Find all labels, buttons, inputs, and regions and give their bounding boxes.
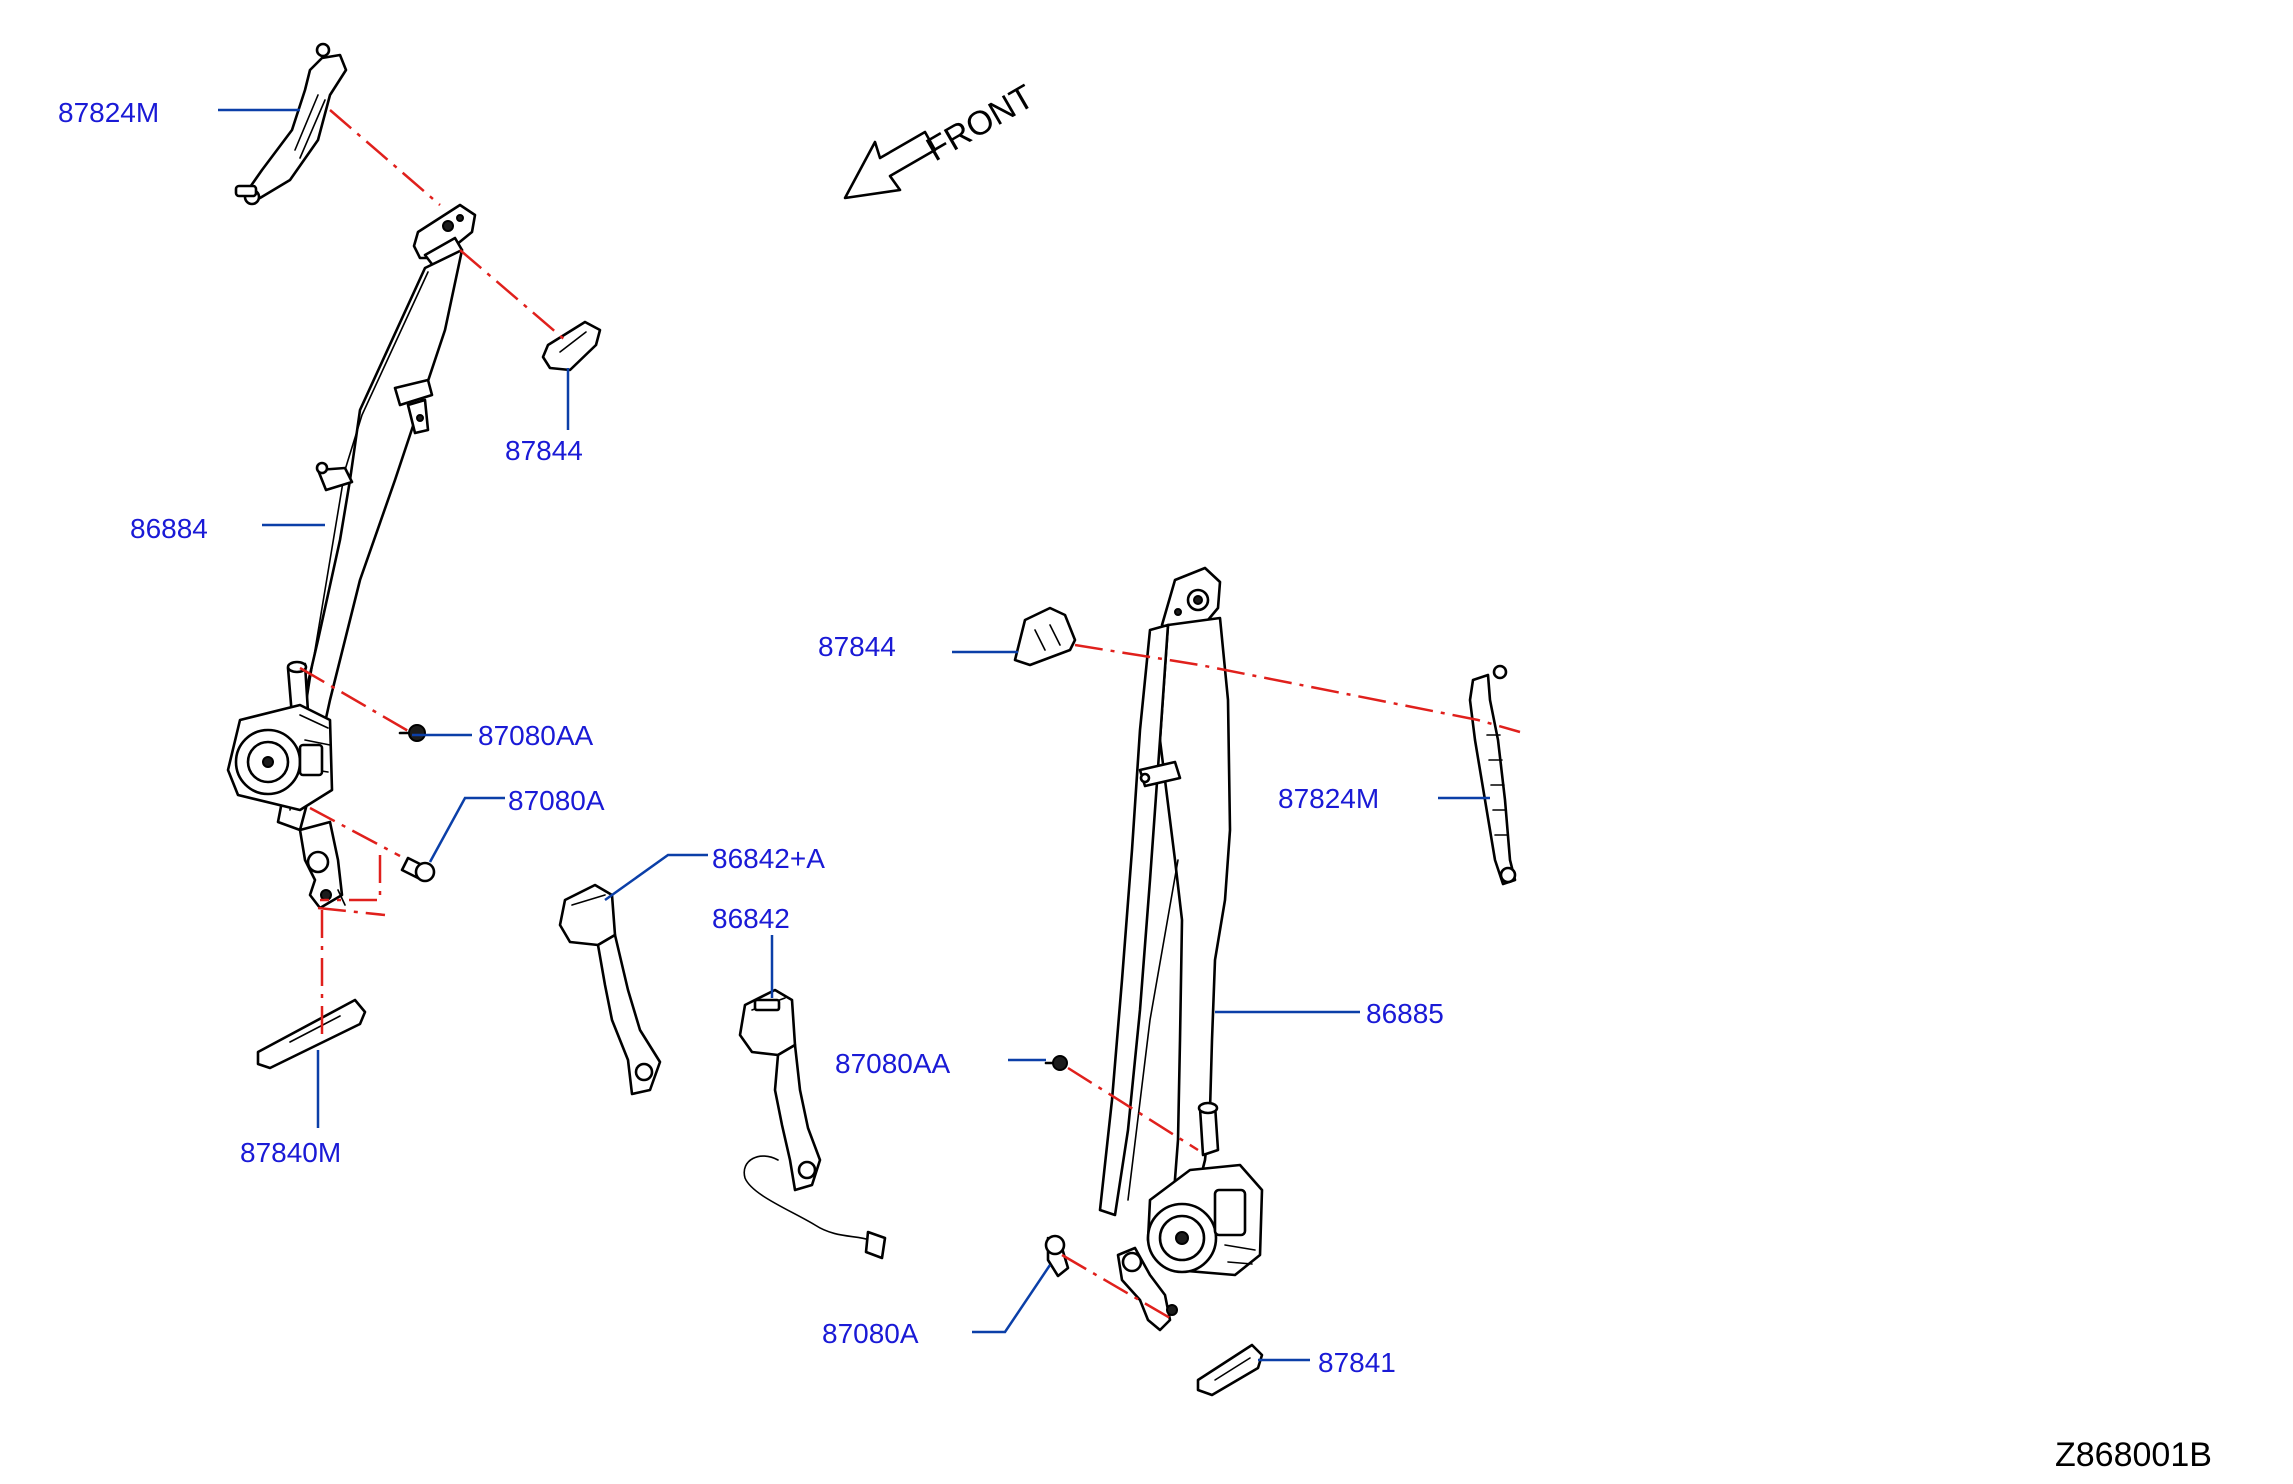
leader-lines — [218, 108, 1490, 1362]
callout-86885[interactable]: 86885 — [1366, 998, 1444, 1029]
bolt-87080a-right — [1044, 1234, 1070, 1278]
belt-webbing-left — [276, 248, 464, 832]
height-adjuster-right — [1468, 664, 1517, 886]
bolt-87080aa-right — [1044, 1055, 1068, 1071]
anchor-cover-87844-right — [1013, 606, 1077, 667]
callout-86842-plus-a[interactable]: 86842+A — [712, 843, 825, 874]
diagram-code: Z868001B — [2055, 1436, 2212, 1474]
callout-labels: 87824M 87844 86884 87080AA 87080A 87840M… — [58, 97, 1444, 1378]
retractor-right — [1146, 1101, 1264, 1277]
height-adjuster-left — [234, 42, 348, 206]
bolt-87080aa-left — [398, 724, 426, 742]
callout-87841[interactable]: 87841 — [1318, 1347, 1396, 1378]
anchor-cover-87840m — [256, 998, 367, 1070]
bolt-87080a-left — [400, 856, 436, 883]
phantom-lines — [299, 109, 1521, 1320]
retractor-left — [226, 660, 334, 812]
callout-86842[interactable]: 86842 — [712, 903, 790, 934]
callout-87080a-right[interactable]: 87080A — [822, 1318, 919, 1349]
callout-87844-right[interactable]: 87844 — [818, 631, 896, 662]
callout-87844-left[interactable]: 87844 — [505, 435, 583, 466]
callout-87080aa-left[interactable]: 87080AA — [478, 720, 594, 751]
callout-86884[interactable]: 86884 — [130, 513, 208, 544]
anchor-cover-87844-left — [541, 320, 602, 372]
belt-webbing-right — [1098, 616, 1232, 1222]
right-seat-belt-assembly — [1013, 566, 1517, 1397]
buckle-86842-plus-a — [558, 883, 662, 1096]
front-label: FRONT — [920, 77, 1040, 168]
callout-87824m-left[interactable]: 87824M — [58, 97, 159, 128]
callout-87824m-right[interactable]: 87824M — [1278, 783, 1379, 814]
lower-anchor-left — [298, 820, 346, 910]
callout-87080a-left[interactable]: 87080A — [508, 785, 605, 816]
callout-87840m[interactable]: 87840M — [240, 1137, 341, 1168]
buckle-86842 — [738, 988, 887, 1260]
front-direction-marker: FRONT — [843, 77, 1040, 200]
anchor-cover-87841 — [1196, 1343, 1264, 1397]
callout-87080aa-right[interactable]: 87080AA — [835, 1048, 951, 1079]
arrow-left-down-icon — [843, 130, 937, 200]
left-seat-belt-assembly — [226, 42, 602, 1070]
